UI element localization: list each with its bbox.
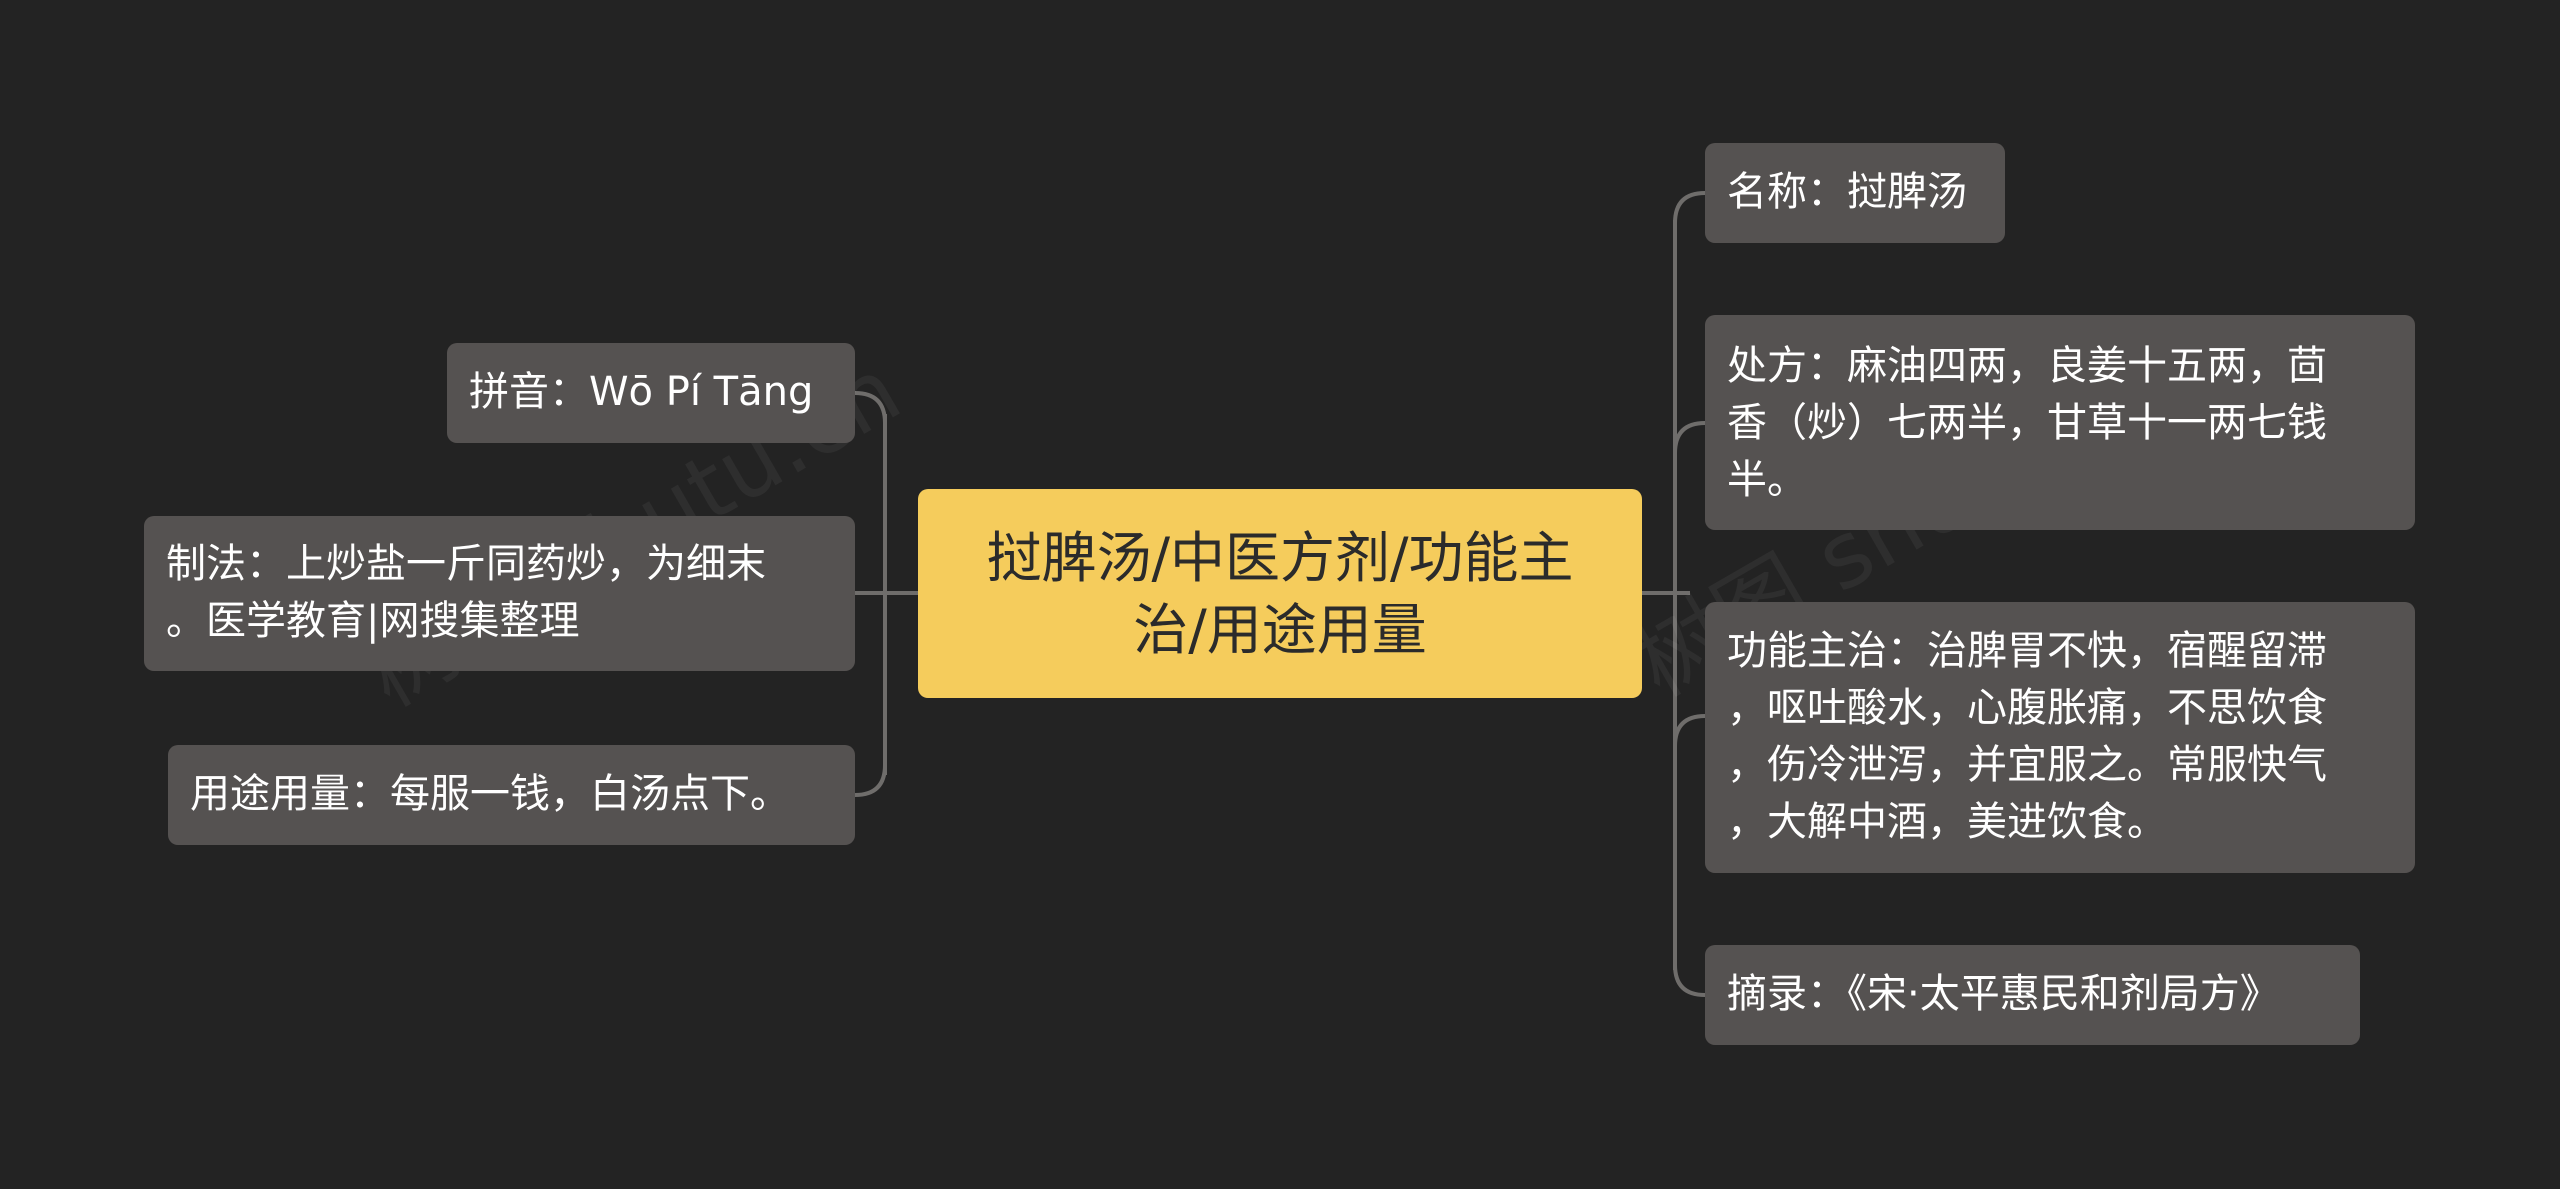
- function-line: ，伤冷泄泻，并宜服之。常服快气: [1727, 742, 2327, 788]
- method-line: 制法：上炒盐一斤同药炒，为细末: [166, 541, 766, 587]
- center-topic-node[interactable]: 挝脾汤/中医方剂/功能主 治/用途用量: [918, 489, 1642, 698]
- function-line: ，呕吐酸水，心腹胀痛，不思饮食: [1727, 685, 2327, 731]
- prescription-node[interactable]: 处方：麻油四两，良姜十五两，茴 香（炒）七两半，甘草十一两七钱 半。: [1705, 315, 2415, 530]
- usage-node[interactable]: 用途用量：每服一钱，白汤点下。: [168, 745, 855, 845]
- prescription-line: 处方：麻油四两，良姜十五两，茴: [1727, 343, 2327, 389]
- function-line: ，大解中酒，美进饮食。: [1727, 799, 2167, 845]
- center-topic-text: 挝脾汤/中医方剂/功能主 治/用途用量: [986, 522, 1573, 666]
- function-node[interactable]: 功能主治：治脾胃不快，宿醒留滞 ，呕吐酸水，心腹胀痛，不思饮食 ，伤冷泄泻，并宜…: [1705, 602, 2415, 873]
- pinyin-text: 拼音：Wō Pí Tāng: [469, 369, 814, 415]
- connector-usage: [854, 764, 887, 797]
- usage-text: 用途用量：每服一钱，白汤点下。: [190, 771, 790, 817]
- connector-function: [1673, 714, 1706, 747]
- function-line: 功能主治：治脾胃不快，宿醒留滞: [1727, 628, 2327, 674]
- connector-name: [1673, 191, 1706, 224]
- connector-source: [1673, 964, 1706, 997]
- center-topic-line: 治/用途用量: [1133, 597, 1427, 662]
- name-text: 名称：挝脾汤: [1727, 169, 1967, 215]
- connector-pinyin: [854, 391, 887, 424]
- method-node[interactable]: 制法：上炒盐一斤同药炒，为细末 。医学教育|网搜集整理: [144, 516, 855, 671]
- center-topic-line: 挝脾汤/中医方剂/功能主: [986, 525, 1574, 590]
- pinyin-node[interactable]: 拼音：Wō Pí Tāng: [447, 343, 855, 443]
- name-node[interactable]: 名称：挝脾汤: [1705, 143, 2005, 243]
- prescription-line: 香（炒）七两半，甘草十一两七钱: [1727, 400, 2327, 446]
- source-text: 摘录：《宋·太平惠民和剂局方》: [1727, 971, 2280, 1017]
- source-node[interactable]: 摘录：《宋·太平惠民和剂局方》: [1705, 945, 2360, 1045]
- prescription-line: 半。: [1727, 457, 1807, 503]
- method-line: 。医学教育|网搜集整理: [166, 598, 580, 644]
- connector-prescription: [1673, 421, 1706, 454]
